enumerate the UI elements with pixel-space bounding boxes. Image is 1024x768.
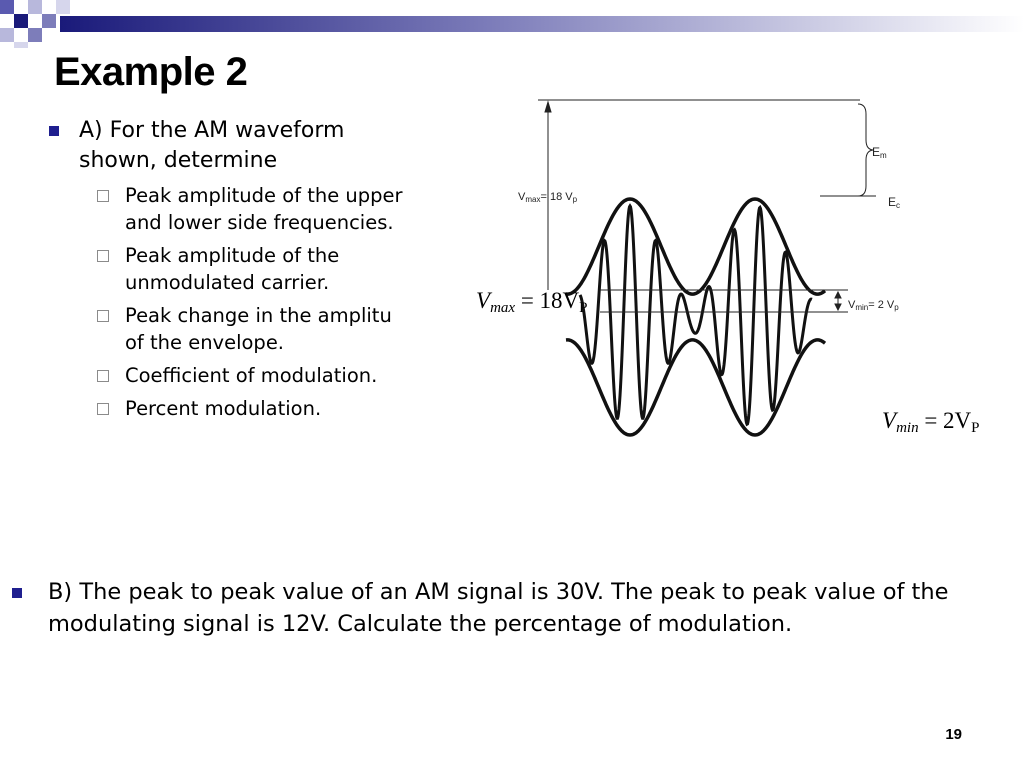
list-item: Percent modulation. — [97, 395, 465, 422]
vmin-annotation: Vmin = 2VP — [882, 408, 980, 436]
header-decoration — [0, 0, 1024, 48]
vmax-annotation: Vmax = 18VP — [476, 288, 588, 316]
list-item: Peak change in the amplitu of the envelo… — [97, 302, 465, 356]
part-a-subitems: Peak amplitude of the upper and lower si… — [97, 182, 465, 422]
svg-text:Vmax= 18 Vp: Vmax= 18 Vp — [518, 191, 578, 204]
hollow-square-bullet-icon — [97, 190, 109, 202]
page-number: 19 — [945, 726, 962, 743]
list-item: Peak amplitude of the unmodulated carrie… — [97, 242, 465, 296]
svg-text:Vmin= 2 Vp: Vmin= 2 Vp — [848, 299, 899, 312]
part-a-list: A) For the AM waveform shown, determine … — [45, 116, 465, 428]
part-b-question: B) The peak to peak value of an AM signa… — [12, 576, 1017, 640]
figure-labels: Vmax= 18 Vp Vmin= 2 Vp Em Ec — [518, 145, 900, 312]
list-item: Coefficient of modulation. — [97, 362, 465, 389]
hollow-square-bullet-icon — [97, 370, 109, 382]
am-carrier-wave — [578, 203, 813, 427]
am-envelope — [565, 197, 827, 437]
svg-text:Em: Em — [872, 145, 887, 160]
part-a-intro: A) For the AM waveform shown, determine — [45, 116, 465, 176]
measurement-lines — [538, 99, 876, 313]
hollow-square-bullet-icon — [97, 250, 109, 262]
hollow-square-bullet-icon — [97, 310, 109, 322]
slide-title: Example 2 — [54, 50, 248, 94]
svg-text:Ec: Ec — [888, 195, 900, 210]
hollow-square-bullet-icon — [97, 403, 109, 415]
list-item: Peak amplitude of the upper and lower si… — [97, 182, 465, 236]
square-bullet-icon — [49, 126, 59, 136]
am-waveform-figure: Vmax= 18 Vp Vmin= 2 Vp Em Ec — [518, 99, 900, 437]
square-bullet-icon — [12, 588, 22, 598]
